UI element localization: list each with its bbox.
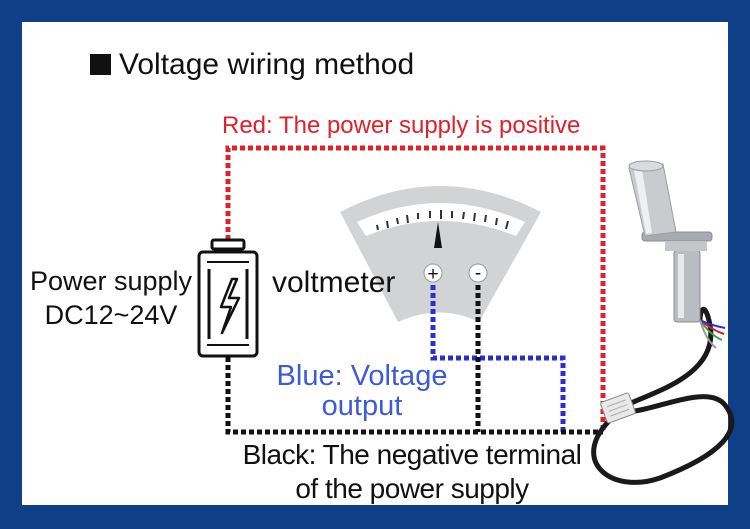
voltmeter-label: voltmeter bbox=[272, 266, 396, 299]
battery-icon bbox=[197, 238, 259, 358]
power-supply-label: Power supply DC12~24V bbox=[28, 264, 194, 332]
blue-wire bbox=[430, 285, 566, 432]
voltmeter-dial-icon bbox=[340, 186, 541, 322]
lightning-icon bbox=[219, 277, 241, 335]
blue-label-line1: Blue: Voltage bbox=[276, 360, 448, 392]
power-supply-line2: DC12~24V bbox=[44, 300, 178, 330]
page-title: Voltage wiring method bbox=[119, 48, 415, 81]
blue-label-line2: output bbox=[321, 390, 403, 422]
power-supply-line1: Power supply bbox=[29, 266, 193, 296]
black-label-line1: Black: The negative terminal bbox=[242, 439, 582, 470]
black-wire-label: Black: The negative terminal of the powe… bbox=[232, 438, 592, 506]
title-row: Voltage wiring method bbox=[90, 48, 414, 82]
minus-terminal: - bbox=[475, 263, 481, 284]
red-wire bbox=[225, 145, 606, 432]
sensor-probe-image bbox=[591, 160, 735, 485]
filled-square-icon bbox=[90, 54, 111, 75]
blue-wire-label: Blue: Voltage output bbox=[262, 361, 462, 421]
black-label-line2: of the power supply bbox=[295, 473, 529, 504]
red-wire-label: Red: The power supply is positive bbox=[222, 112, 581, 139]
plus-terminal: + bbox=[427, 264, 438, 285]
